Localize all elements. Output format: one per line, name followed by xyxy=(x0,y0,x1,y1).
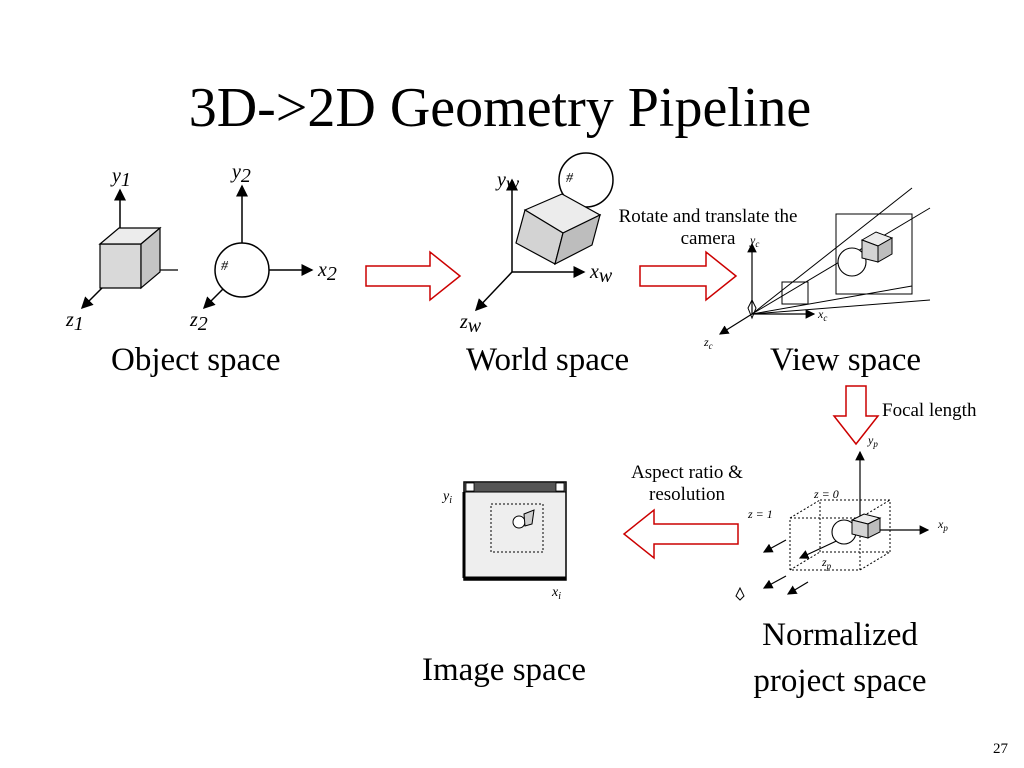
world-space-figure: # yw xw zw xyxy=(459,152,614,337)
sphere-mark: # xyxy=(221,259,229,274)
caption-world-space: World space xyxy=(466,342,630,378)
transform-arrow-world-to-view xyxy=(639,250,738,302)
axis-label-y2: y2 xyxy=(230,161,251,187)
sphere xyxy=(214,242,270,298)
axis-label-yi: yi xyxy=(441,489,452,506)
world-sphere-mark: # xyxy=(566,171,574,186)
axis-label-x2: x2 xyxy=(317,259,337,285)
eye-icon xyxy=(735,586,745,601)
axis-label-xi: xi xyxy=(551,585,561,602)
transform-arrow-normalized-to-image xyxy=(622,508,739,560)
slide-title: 3D->2D Geometry Pipeline xyxy=(188,77,812,139)
cube-side-face xyxy=(140,226,161,290)
window-titlebar xyxy=(463,481,567,493)
cube-front-face xyxy=(99,243,142,289)
label-z-1: z = 1 xyxy=(747,507,773,521)
axis-label-zp: zp xyxy=(821,555,832,571)
near-plane xyxy=(781,281,809,305)
axis-label-yw: yw xyxy=(495,169,520,195)
window-resize-box xyxy=(555,482,565,492)
caption-object-space: Object space xyxy=(111,342,281,378)
axis-label-zw: zw xyxy=(459,311,482,337)
caption-view-space: View space xyxy=(770,342,922,378)
caption-image-space: Image space xyxy=(422,652,586,688)
axis-label-xp: xp xyxy=(937,517,948,533)
eye-icon xyxy=(747,298,757,320)
caption-normalized-space: Normalized project space xyxy=(753,617,927,699)
far-plane xyxy=(835,213,913,295)
axis-label-yp: yp xyxy=(867,433,878,449)
image-space-figure: yi xi xyxy=(441,481,567,602)
object-space-cube-figure: y1 z1 xyxy=(65,165,178,335)
label-rotate-translate: Rotate and translate the camera xyxy=(618,206,798,249)
window-close-box xyxy=(465,482,475,492)
axis-label-yc: yc xyxy=(749,233,759,249)
viewport xyxy=(490,503,544,553)
axis-label-zc: zc xyxy=(703,335,713,351)
world-cube-side xyxy=(554,213,601,266)
normalized-space-figure: yp xp zp z = 0 z = 1 xyxy=(735,433,948,601)
axis-label-y1: y1 xyxy=(110,165,131,191)
label-aspect-ratio: Aspect ratio & resolution xyxy=(631,462,743,505)
axis-label-xw: xw xyxy=(589,261,613,287)
object-space-sphere-figure: # y2 x2 z2 xyxy=(189,161,337,335)
view-space-figure: yc xc zc xyxy=(703,187,931,351)
transform-arrow-view-to-normalized xyxy=(832,385,880,446)
transform-arrow-object-to-world xyxy=(365,250,462,302)
label-z-0: z = 0 xyxy=(813,487,839,501)
page-number: 27 xyxy=(993,741,1008,757)
axis-label-z2: z2 xyxy=(189,309,208,335)
axis-label-z1: z1 xyxy=(65,309,84,335)
label-focal-length: Focal length xyxy=(882,400,977,421)
window-frame xyxy=(463,481,567,581)
axis-label-xc: xc xyxy=(817,307,827,323)
